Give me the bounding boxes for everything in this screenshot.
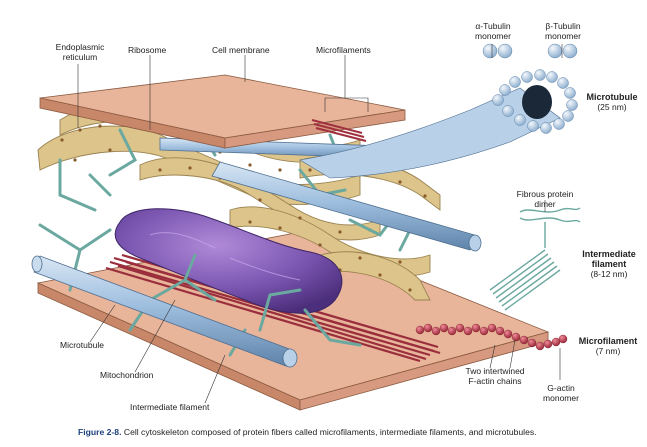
leader-lines	[77, 44, 563, 404]
label-beta-tubulin: β-Tubulin monomer	[540, 21, 586, 41]
label-alpha-line2: monomer	[475, 31, 511, 41]
label-g-actin-monomer: G-actin monomer	[536, 383, 586, 403]
label-microtubule-left: Microtubule	[60, 340, 104, 350]
label-fpd-line1: Fibrous protein	[516, 189, 574, 199]
label-endoplasmic-reticulum: Endoplasmic reticulum	[40, 42, 120, 62]
label-fpd-line2: dimer	[534, 199, 556, 209]
label-er-line1: Endoplasmic	[55, 42, 105, 52]
label-fibrous-protein-dimer: Fibrous protein dimer	[505, 189, 585, 209]
label-mitochondrion: Mitochondrion	[100, 370, 154, 380]
intermediate-filament-detail	[489, 207, 581, 311]
label-microfilaments: Microfilaments	[316, 45, 371, 55]
label-gactin-line2: monomer	[543, 393, 579, 403]
mitochondrion	[114, 208, 343, 314]
label-microfilament-title: Microfilament	[578, 336, 638, 346]
label-er-line2: reticulum	[62, 52, 98, 62]
label-chains-line1: Two intertwined	[465, 366, 525, 376]
label-two-intertwined-chains: Two intertwined F-actin chains	[452, 366, 538, 386]
label-if-title-line2: filament	[591, 259, 627, 269]
label-intermediate-filament-right: Intermediate filament (8-12 nm)	[578, 249, 640, 279]
label-cell-membrane: Cell membrane	[212, 45, 270, 55]
label-beta-line2: monomer	[545, 31, 581, 41]
figure-number: Figure 2-8.	[78, 427, 122, 437]
label-alpha-line1: α-Tubulin	[475, 21, 511, 31]
label-if-title-line1: Intermediate	[582, 249, 636, 259]
microtubule-large	[299, 69, 578, 179]
label-alpha-tubulin: α-Tubulin monomer	[470, 21, 516, 41]
microfilament-detail	[415, 323, 568, 351]
label-microtubule-title: Microtubule	[586, 92, 638, 102]
label-beta-line1: β-Tubulin	[545, 21, 581, 31]
label-if-size: (8-12 nm)	[590, 269, 628, 279]
label-gactin-line1: G-actin	[547, 383, 575, 393]
figure-caption: Figure 2-8. Cell cytoskeleton composed o…	[78, 427, 537, 437]
label-ribosome: Ribosome	[128, 45, 167, 55]
tubulin-monomers	[482, 43, 578, 59]
label-microfilament-right: Microfilament (7 nm)	[573, 336, 643, 356]
label-intermediate-filament-bottom: Intermediate filament	[130, 402, 210, 412]
figure-caption-text: Cell cytoskeleton composed of protein fi…	[123, 427, 537, 437]
cell-membrane-slab	[39, 74, 406, 149]
label-chains-line2: F-actin chains	[468, 376, 522, 386]
label-microtubule-right: Microtubule (25 nm)	[583, 92, 641, 112]
microfilament-bundle-top	[311, 119, 367, 142]
label-microtubule-size: (25 nm)	[597, 102, 627, 112]
label-microfilament-size: (7 nm)	[595, 346, 621, 356]
